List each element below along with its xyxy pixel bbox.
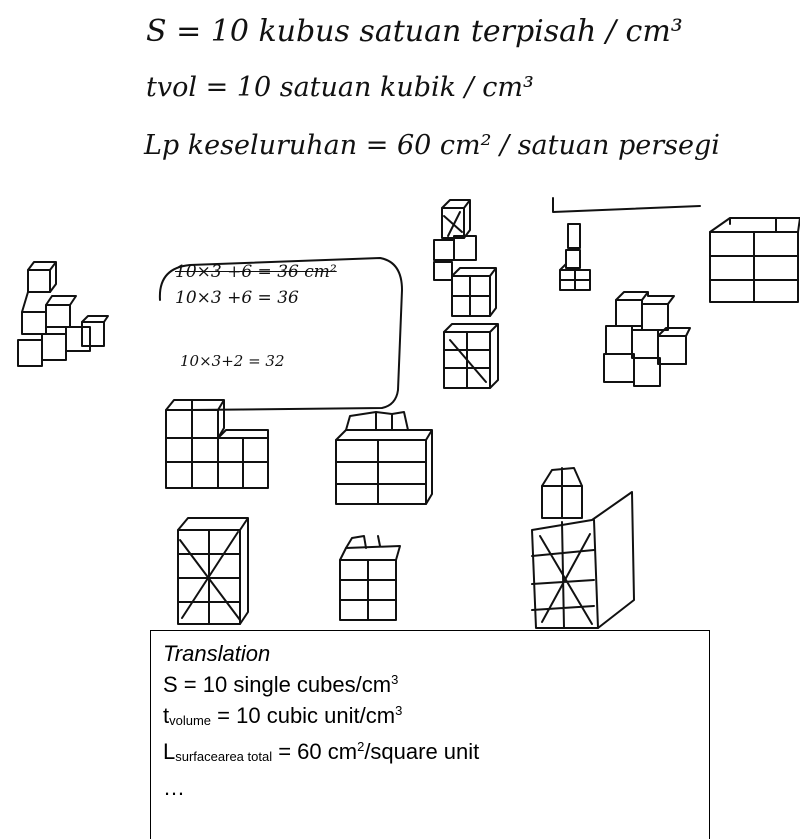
- l-line-tail: /square unit: [364, 739, 480, 764]
- cube-sketch-left: [17, 261, 109, 367]
- cube-sketch-tower: [559, 223, 591, 291]
- s-line-sup: 3: [391, 672, 399, 687]
- t-line-sup: 3: [395, 703, 403, 718]
- cube-sketch-stairs: [603, 291, 691, 387]
- cube-sketches: [17, 197, 800, 629]
- l-line-main: L: [163, 739, 176, 764]
- l-line-rest: = 60 cm: [272, 739, 358, 764]
- calc-line-32: 10×3+2 = 32: [180, 352, 285, 370]
- translation-ellipsis: …: [163, 775, 185, 800]
- translation-title: Translation: [163, 641, 271, 666]
- cube-sketch-block-middle: [335, 411, 433, 505]
- bracket-mark: [552, 197, 701, 213]
- handwritten-line-lp: Lp keseluruhan = 60 cm² / satuan persegi: [144, 130, 720, 161]
- translation-t-line: tvolume = 10 cubic unit/cm3: [163, 700, 699, 736]
- s-line-text: S = 10 single cubes/cm: [163, 672, 392, 697]
- cube-sketch-block-large: [709, 217, 800, 303]
- calc-frame: [158, 257, 403, 411]
- translation-box: Translation S = 10 single cubes/cm3 tvol…: [150, 630, 710, 839]
- t-line-rest: = 10 cubic unit/cm: [211, 703, 396, 728]
- translation-s-line: S = 10 single cubes/cm3: [163, 669, 699, 700]
- cube-sketch-l-shape: [165, 399, 269, 489]
- translation-l-line: Lsurfacearea total = 60 cm2/square unit: [163, 736, 699, 772]
- t-line-main: t: [163, 703, 170, 728]
- handwritten-line-s: S = 10 kubus satuan terpisah / cm³: [146, 14, 683, 49]
- cube-sketch-column: [433, 199, 499, 389]
- cube-sketch-tall-block: [531, 467, 635, 629]
- cube-sketch-crossed: [177, 517, 249, 625]
- t-line-sub: volume: [169, 713, 212, 728]
- handwritten-line-tvol: tvol = 10 satuan kubik / cm³: [146, 72, 534, 103]
- cube-sketch-small-block: [339, 535, 401, 621]
- l-line-sub: surfacearea total: [175, 749, 273, 764]
- calc-line-36: 10×3 +6 = 36: [175, 288, 299, 308]
- l-line-sup: 2: [357, 739, 365, 754]
- calc-crossed-out: 10×3 +6 = 36 cm²: [175, 262, 337, 282]
